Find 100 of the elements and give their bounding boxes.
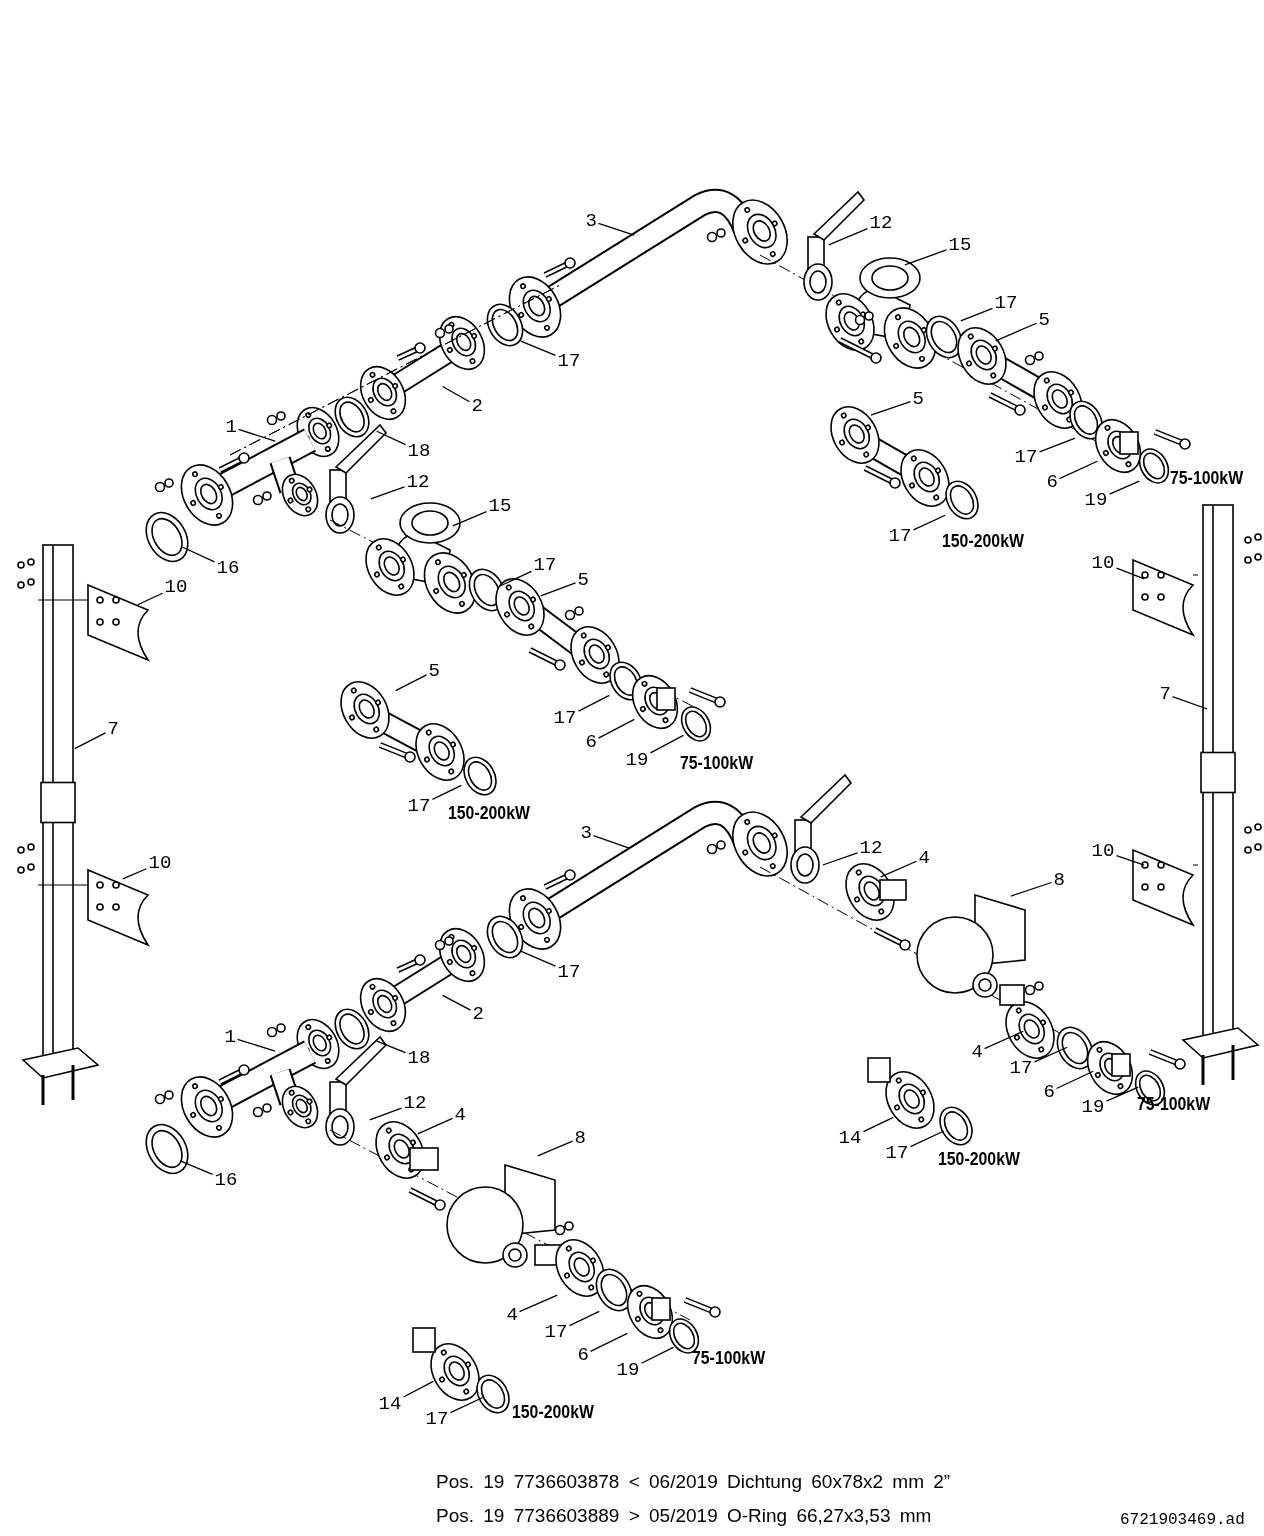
leader-line <box>376 430 407 446</box>
callout-number: 2 <box>471 1004 485 1024</box>
callout-number: 17 <box>532 555 558 575</box>
callout-number: 10 <box>147 853 173 873</box>
callout-number: 15 <box>947 235 973 255</box>
callout-number: 4 <box>917 848 931 868</box>
callout-number: 15 <box>487 496 513 516</box>
leader-line <box>1033 1046 1068 1063</box>
leader-line <box>402 1380 434 1398</box>
leader-line <box>870 400 912 416</box>
callout-number: 3 <box>579 823 593 843</box>
leader-line <box>1115 854 1145 866</box>
leader-line <box>452 511 488 527</box>
callout-number: 19 <box>615 1360 641 1380</box>
leader-line <box>1115 567 1145 580</box>
footnote: Pos. 19 7736603889 > 05/2019 O-Ring 66,27x3,53 mm <box>436 1505 932 1527</box>
leader-line <box>912 514 946 531</box>
callout-number: 17 <box>556 962 582 982</box>
callout-number: 17 <box>406 796 432 816</box>
drawing-number: 6721903469.ad <box>1120 1511 1245 1529</box>
callout-number: 12 <box>402 1093 428 1113</box>
callout-number: 6 <box>584 732 598 752</box>
power-rating-label: 150-200kW <box>512 1401 594 1423</box>
leader-line <box>431 784 462 801</box>
callout-number: 12 <box>858 838 884 858</box>
leader-line <box>237 428 276 442</box>
leader-line <box>1010 881 1053 897</box>
leader-line <box>395 674 428 692</box>
callout-number: 2 <box>470 396 484 416</box>
callout-number: 8 <box>1052 870 1066 890</box>
callout-number: 12 <box>868 213 894 233</box>
leader-line <box>1058 460 1098 480</box>
callout-number: 7 <box>106 719 120 739</box>
leader-line <box>518 1294 558 1313</box>
leader-line <box>880 860 918 878</box>
leader-line <box>995 322 1038 342</box>
callout-number: 6 <box>1042 1082 1056 1102</box>
callout-number: 17 <box>993 293 1019 313</box>
callout-number: 8 <box>573 1128 587 1148</box>
leader-line <box>822 852 859 866</box>
power-rating-label: 75-100kW <box>1137 1093 1211 1115</box>
leader-line <box>589 1332 628 1352</box>
leader-line <box>180 1160 214 1176</box>
leader-line <box>370 486 406 500</box>
callout-number: 10 <box>1090 553 1116 573</box>
callout-number: 17 <box>884 1143 910 1163</box>
callout-number: 17 <box>552 708 578 728</box>
callout-number: 12 <box>405 472 431 492</box>
leader-line <box>960 307 994 322</box>
callout-number: 6 <box>1045 472 1059 492</box>
power-rating-label: 75-100kW <box>1170 467 1244 489</box>
leader-line <box>441 385 471 403</box>
callout-number: 17 <box>1008 1058 1034 1078</box>
leader-line <box>537 1140 574 1157</box>
leader-line <box>369 1107 403 1121</box>
leader-line <box>1105 1086 1139 1102</box>
leader-line <box>909 1130 944 1148</box>
leader-line <box>236 1038 276 1052</box>
callout-number: 5 <box>1037 310 1051 330</box>
leader-line <box>828 228 869 246</box>
leader-line <box>1108 480 1140 495</box>
power-rating-label: 75-100kW <box>680 752 754 774</box>
leader-line <box>1171 696 1208 710</box>
callout-number: 19 <box>1083 490 1109 510</box>
power-rating-label: 150-200kW <box>942 530 1024 552</box>
callout-number: 5 <box>576 570 590 590</box>
callout-number: 18 <box>406 1048 432 1068</box>
leader-line <box>449 1396 484 1414</box>
leader-line <box>649 734 684 754</box>
leader-line <box>862 1116 894 1133</box>
callout-number: 17 <box>887 526 913 546</box>
callout-number: 18 <box>406 441 432 461</box>
leader-line <box>417 1117 454 1135</box>
callout-number: 1 <box>223 1027 237 1047</box>
callout-number: 6 <box>576 1345 590 1365</box>
callout-number: 5 <box>427 661 441 681</box>
right-support-stand-drawing <box>1132 504 1262 1085</box>
leader-line <box>1038 437 1076 453</box>
callout-number: 3 <box>584 211 598 231</box>
callout-number: 1 <box>224 417 238 437</box>
callout-number: 10 <box>1090 841 1116 861</box>
leader-line <box>640 1346 674 1364</box>
leader-line <box>520 340 557 357</box>
callout-number: 14 <box>377 1394 403 1414</box>
callout-number: 19 <box>1080 1097 1106 1117</box>
leader-line <box>577 694 610 712</box>
leader-line <box>500 570 533 587</box>
leader-line <box>904 249 948 266</box>
leader-line <box>520 950 557 967</box>
callout-number: 4 <box>970 1042 984 1062</box>
callout-number: 16 <box>213 1170 239 1190</box>
callout-number: 19 <box>624 750 650 770</box>
callout-number: 5 <box>911 389 925 409</box>
leader-line <box>376 1040 407 1054</box>
leader-line <box>597 222 635 236</box>
leader-line <box>74 732 107 750</box>
power-rating-label: 150-200kW <box>448 802 530 824</box>
callout-number: 4 <box>505 1305 519 1325</box>
callout-number: 17 <box>1013 447 1039 467</box>
power-rating-label: 75-100kW <box>692 1347 766 1369</box>
